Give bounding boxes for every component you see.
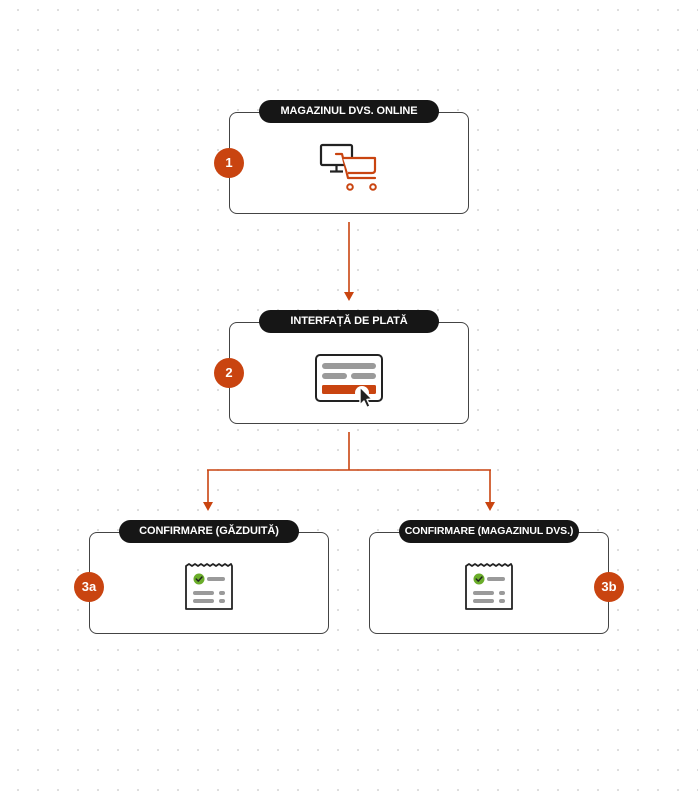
step-3b-title: CONFIRMARE (MAGAZINUL DVS.)	[399, 520, 579, 543]
arrowhead-step3b	[485, 502, 495, 511]
arrowhead-step3a	[203, 502, 213, 511]
receipt-check-icon	[465, 563, 513, 610]
step-1-badge: 1	[214, 148, 244, 178]
receipt-check-icon	[185, 563, 233, 610]
monitor-cart-icon	[319, 143, 377, 191]
step-3b-badge: 3b	[594, 572, 624, 602]
step-1-title: MAGAZINUL DVS. ONLINE	[259, 100, 439, 123]
step-3a-badge: 3a	[74, 572, 104, 602]
step-3a-title: CONFIRMARE (GĂZDUITĂ)	[119, 520, 299, 543]
payment-form-icon	[315, 354, 383, 409]
arrowhead-step2	[344, 292, 354, 301]
step-2-badge: 2	[214, 358, 244, 388]
step-2-title: INTERFAȚĂ DE PLATĂ	[259, 310, 439, 333]
step-3a-card	[89, 532, 329, 634]
